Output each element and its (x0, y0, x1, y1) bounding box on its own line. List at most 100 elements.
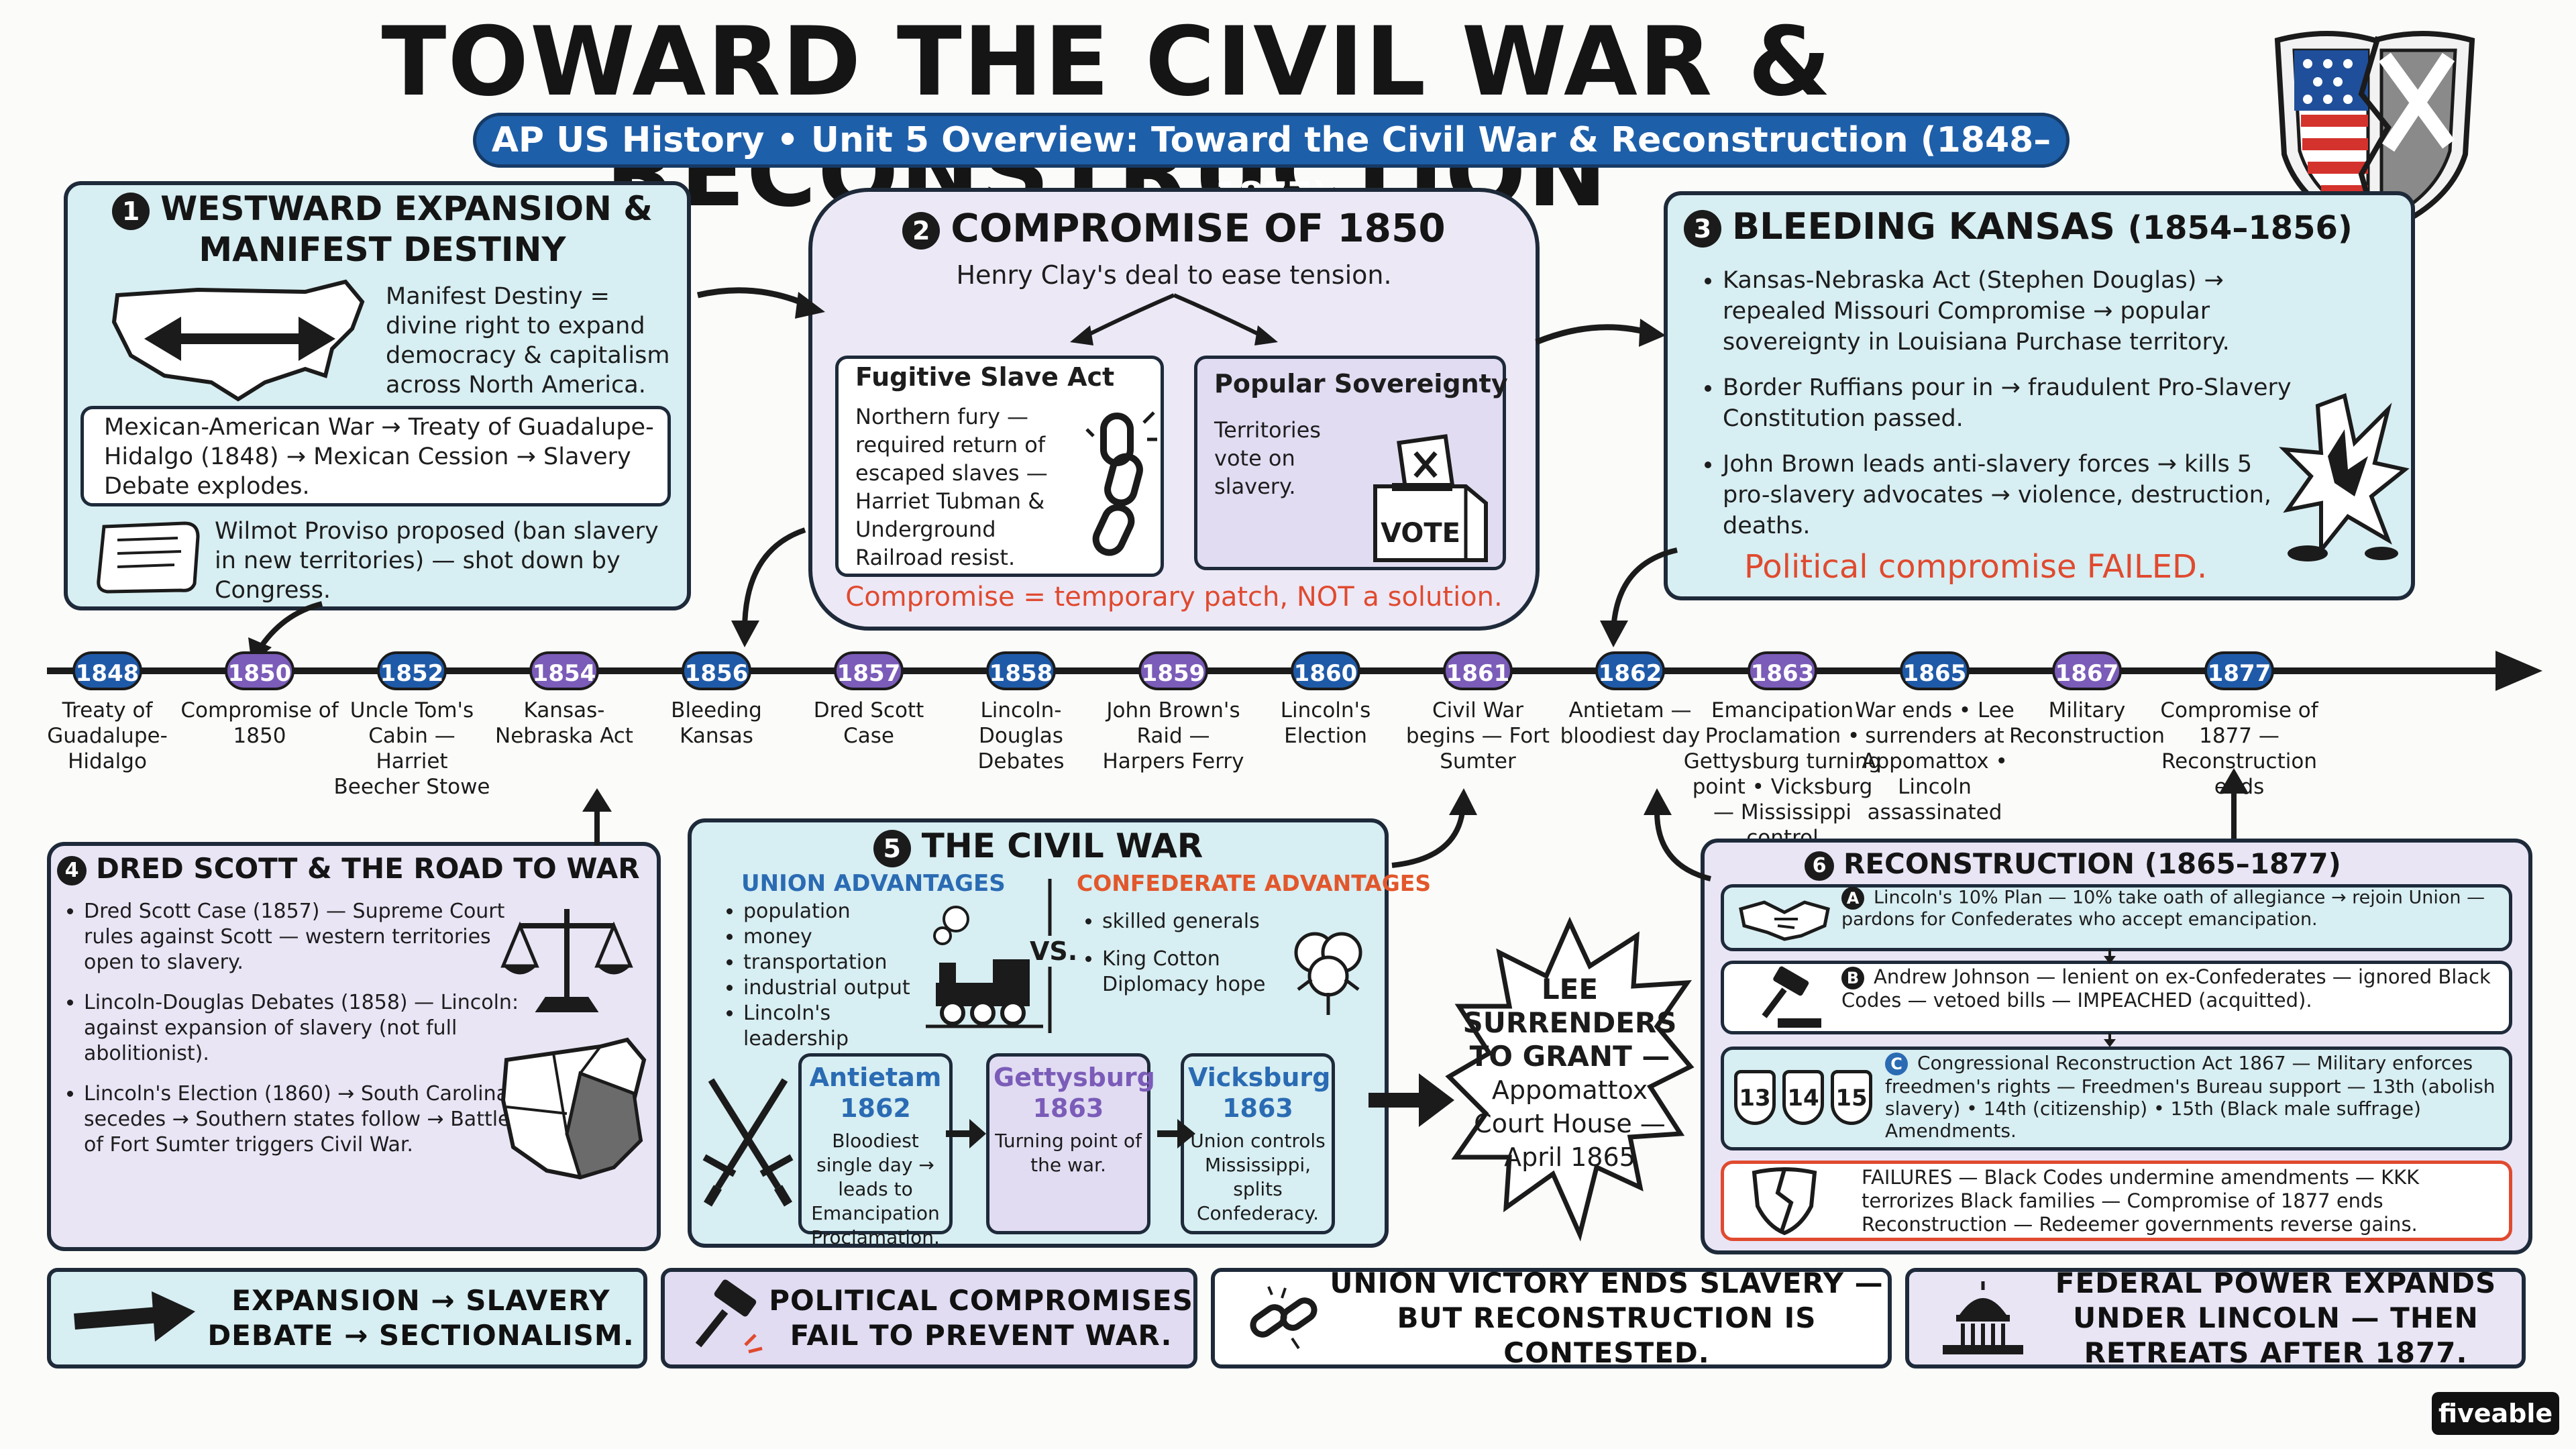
panel3-bullets: Kansas-Nebraska Act (Stephen Douglas) → … (1697, 265, 2301, 556)
gavel-icon (695, 1279, 763, 1354)
timeline-event-label: Compromise of 1850 (180, 698, 339, 748)
timeline-event-label: War ends • Lee surrenders at Appomattox … (1855, 698, 2015, 824)
subtitle-banner (473, 113, 2070, 168)
union-advantages-title: UNION ADVANTAGES (741, 870, 1006, 897)
fugitive-slave-title: Fugitive Slave Act (855, 362, 1115, 392)
cotton-icon (1294, 932, 1362, 1015)
broken-chain-icon (1085, 411, 1157, 556)
battle-description: Union controls Mississippi, splits Confe… (1190, 1130, 1326, 1224)
locomotive-icon (926, 906, 1043, 1028)
timeline-year-14: 1877 (2204, 651, 2274, 690)
timeline-year-9: 1861 (1443, 651, 1513, 690)
amendment-shield-icon: 15 (1831, 1070, 1872, 1125)
battle-description: Bloodiest single day → leads to Emancipa… (811, 1130, 940, 1248)
broken-chain-icon (1250, 1286, 1318, 1350)
panel1-number: 1 (112, 192, 150, 230)
versus-label: VS. (1030, 936, 1078, 967)
panel3-bullet-1: Kansas-Nebraska Act (Stephen Douglas) → … (1723, 265, 2301, 358)
gavel-icon (1762, 966, 1821, 1028)
timeline-year-10: 1862 (1595, 651, 1665, 690)
takeaway-federal-power: FEDERAL POWER EXPANDS UNDER LINCOLN — TH… (1905, 1267, 2526, 1369)
timeline-year-7: 1859 (1138, 651, 1208, 690)
battle-year: 1862 (840, 1093, 911, 1123)
panel4-bullet-1: Dred Scott Case (1857) — Supreme Court r… (84, 899, 520, 975)
wilmot-proviso-text: Wilmot Proviso proposed (ban slavery in … (215, 518, 659, 604)
scales-of-justice-icon (500, 909, 633, 1012)
battle-name: Antietam (809, 1063, 942, 1092)
manifest-destiny-text: Manifest Destiny = divine right to expan… (386, 283, 670, 398)
crossed-swords-icon (702, 1078, 794, 1207)
usa-map-icon (111, 279, 365, 402)
arrow-panel2-to-panel3 (1535, 319, 1666, 347)
scroll-icon (97, 521, 200, 594)
timeline-event-label: Treaty of Guadalupe-Hidalgo (47, 698, 168, 773)
panel4-bullets: Dred Scott Case (1857) — Supreme Court r… (64, 899, 520, 1173)
fugitive-slave-box (835, 356, 1164, 577)
timeline-event-label: Lincoln-Douglas Debates (977, 698, 1065, 773)
arrow-panel6-to-1867 (2219, 768, 2249, 839)
timeline-event-label: Kansas-Nebraska Act (495, 698, 633, 748)
timeline-year-13: 1867 (2052, 651, 2122, 690)
panel4-number: 4 (57, 855, 87, 885)
arrow-panel5-to-1861 (1391, 788, 1477, 868)
timeline-year-8: 1860 (1291, 651, 1360, 690)
timeline-year-1: 1850 (225, 651, 294, 690)
ballot-box-icon (1373, 434, 1488, 562)
timeline-year-11: 1863 (1748, 651, 1817, 690)
timeline-year-0: 1848 (72, 651, 142, 690)
timeline-event-label: Bleeding Kansas (671, 698, 762, 748)
arrow-panel1-to-panel2 (696, 287, 825, 319)
takeaway-expansion: EXPANSION → SLAVERY DEBATE → SECTIONALIS… (47, 1268, 647, 1368)
timeline-event-label: Dred Scott Case (813, 698, 924, 748)
confederate-advantages-title: CONFEDERATE ADVANTAGES (1077, 870, 1432, 896)
vote-label: VOTE (1381, 518, 1460, 549)
panel3-number: 3 (1684, 210, 1721, 248)
timeline-event-label: Civil War begins — Fort Sumter (1405, 698, 1550, 773)
arrow-panel2-to-1856 (731, 527, 806, 647)
panel3-bullet-3: John Brown leads anti-slavery forces → k… (1723, 449, 2301, 541)
panel2-number: 2 (902, 211, 941, 250)
failures-text: FAILURES — Black Codes undermine amendme… (1862, 1166, 2420, 1236)
union-advantages-list: population money transportation industri… (724, 899, 939, 1052)
takeaway-compromises: POLITICAL COMPROMISES FAIL TO PREVENT WA… (661, 1268, 1197, 1368)
timeline-year-12: 1865 (1900, 651, 1970, 690)
shield-icon (2274, 31, 2475, 238)
panel4-bullet-3: Lincoln's Election (1860) → South Caroli… (84, 1081, 520, 1158)
battle-year: 1863 (1222, 1093, 1293, 1123)
panel3-footer: Political compromise FAILED. (1744, 548, 2208, 586)
reconstruction-flow-arrows (2104, 949, 2116, 1047)
arrow-panel6-to-1862 (1644, 788, 1711, 881)
timeline-event-label: Military Reconstruction (2008, 698, 2165, 748)
panel4-bullet-2: Lincoln-Douglas Debates (1858) — Lincoln… (84, 990, 520, 1067)
takeaway-union-victory: UNION VICTORY ENDS SLAVERY — BUT RECONST… (1211, 1267, 1892, 1369)
popular-sovereignty-title: Popular Sovereignty (1214, 369, 1508, 398)
panel5-number: 5 (873, 829, 911, 867)
panel2-subtitle: Henry Clay's deal to ease tension. (956, 260, 1392, 290)
timeline-year-2: 1852 (377, 651, 447, 690)
popular-sovereignty-text: Territories vote on slavery. (1214, 417, 1321, 499)
timeline-event-label: Uncle Tom's Cabin — Harriet Beecher Stow… (333, 698, 490, 799)
subtitle: AP US History • Unit 5 Overview: Toward … (491, 120, 2051, 215)
panel2-footer: Compromise = temporary patch, NOT a solu… (845, 582, 1503, 612)
panel-bleeding-kansas (1664, 191, 2415, 600)
panel6-number: 6 (1805, 851, 1834, 881)
timeline-event-label: Antietam — bloodiest day (1560, 698, 1701, 748)
arrow-panel4-to-1854 (582, 788, 612, 845)
split-arrows-icon (1070, 293, 1278, 345)
handshake-icon (1739, 900, 1830, 941)
battle-name: Vicksburg (1188, 1063, 1331, 1092)
battle-arrows (946, 1119, 1195, 1148)
amendment-shield-icon: 13 (1734, 1070, 1776, 1125)
mexican-war-box (80, 406, 671, 506)
timeline-year-5: 1857 (834, 651, 904, 690)
surrender-text: LEE SURRENDERS TO GRANT — Appomattox Cou… (1462, 973, 1677, 1172)
